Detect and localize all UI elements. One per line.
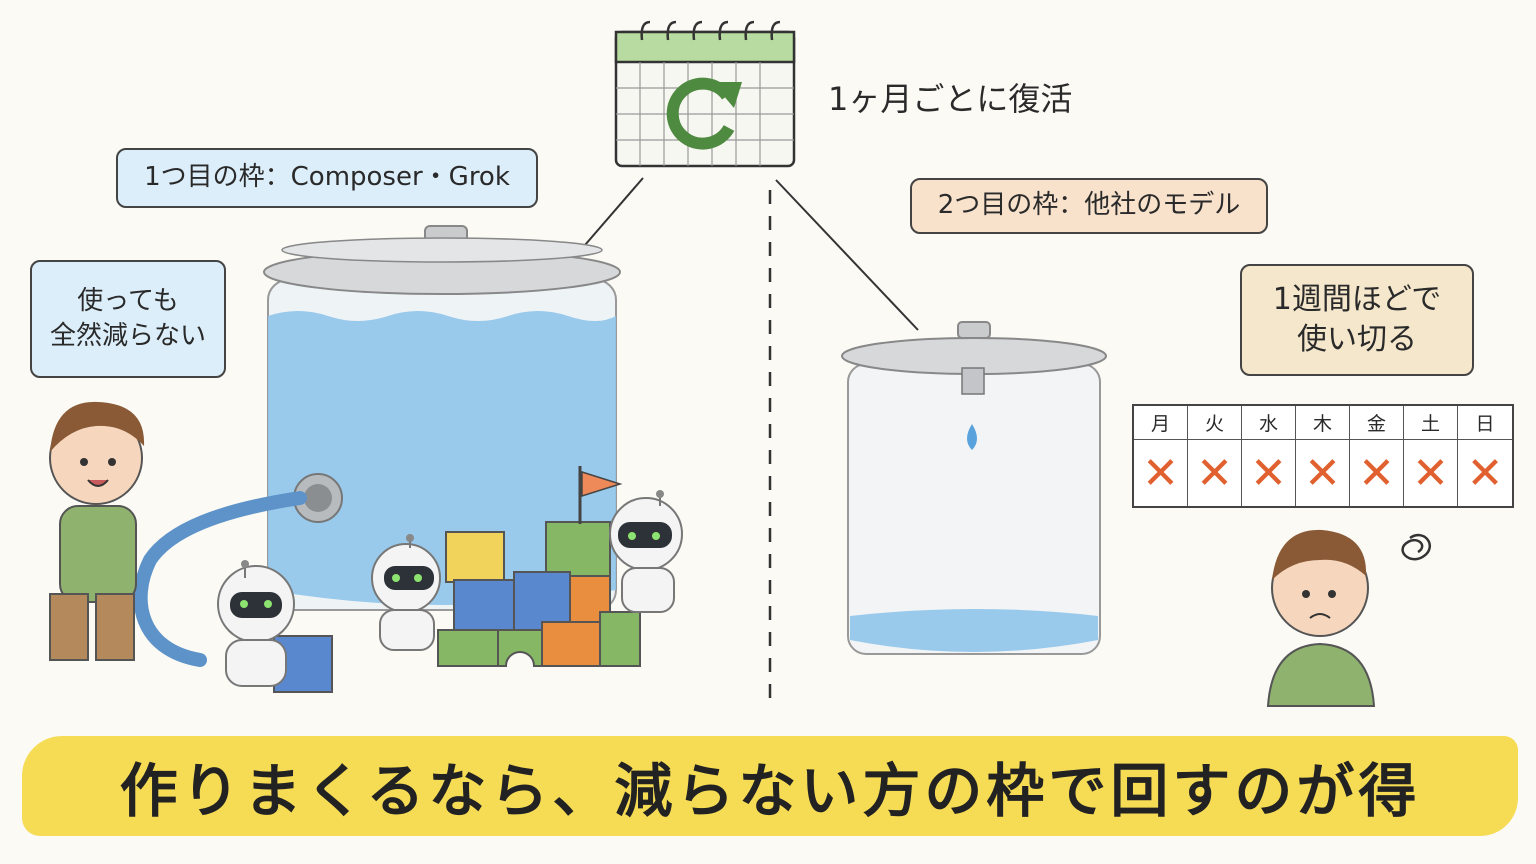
water-drop-icon [967, 424, 977, 450]
day-header: 金 [1350, 406, 1404, 440]
speech-bubble-right: 1週間ほどで 使い切る [1240, 264, 1474, 376]
day-header: 土 [1404, 406, 1458, 440]
day-header: 木 [1296, 406, 1350, 440]
cross-mark-icon: ✕ [1350, 440, 1404, 506]
connector-line-right [775, 179, 919, 331]
day-header: 月 [1134, 406, 1188, 440]
cross-mark-icon: ✕ [1296, 440, 1350, 506]
small-tank [841, 321, 1107, 655]
refresh-calendar-icon [614, 20, 796, 168]
frame-label-right: 2つ目の枠：他社のモデル [910, 178, 1268, 234]
day-header: 日 [1458, 406, 1512, 440]
cross-mark-icon: ✕ [1242, 440, 1296, 506]
day-header: 水 [1242, 406, 1296, 440]
speech-bubble-left: 使っても 全然減らない [30, 260, 226, 378]
robot-figures [217, 490, 683, 687]
frame-label-left: 1つ目の枠：Composer・Grok [116, 148, 538, 208]
worried-boy-figure [1266, 529, 1431, 707]
connector-line-left [584, 177, 644, 246]
cross-mark-icon: ✕ [1134, 440, 1188, 506]
conclusion-banner: 作りまくるなら、減らない方の枠で回すのが得 [22, 736, 1518, 836]
speech-right-line-2: 使い切る [1297, 322, 1417, 357]
week-table: 月 火 水 木 金 土 日 ✕ ✕ ✕ ✕ ✕ ✕ ✕ [1132, 404, 1514, 508]
flag-icon [581, 470, 623, 498]
calendar-caption: 1ヶ月ごとに復活 [828, 80, 1073, 118]
toy-blocks [273, 521, 641, 693]
large-tank [263, 225, 621, 611]
water-hose [133, 491, 307, 667]
smiling-boy-figure [49, 401, 145, 661]
speech-left-line-2: 全然減らない [49, 321, 206, 351]
speech-left-line-1: 使っても [77, 285, 179, 316]
speech-right-line-1: 1週間ほどで [1272, 281, 1442, 317]
cross-mark-icon: ✕ [1404, 440, 1458, 506]
cross-mark-icon: ✕ [1188, 440, 1242, 506]
day-header: 火 [1188, 406, 1242, 440]
cross-mark-icon: ✕ [1466, 447, 1504, 499]
worry-scribble-icon [1401, 533, 1431, 561]
